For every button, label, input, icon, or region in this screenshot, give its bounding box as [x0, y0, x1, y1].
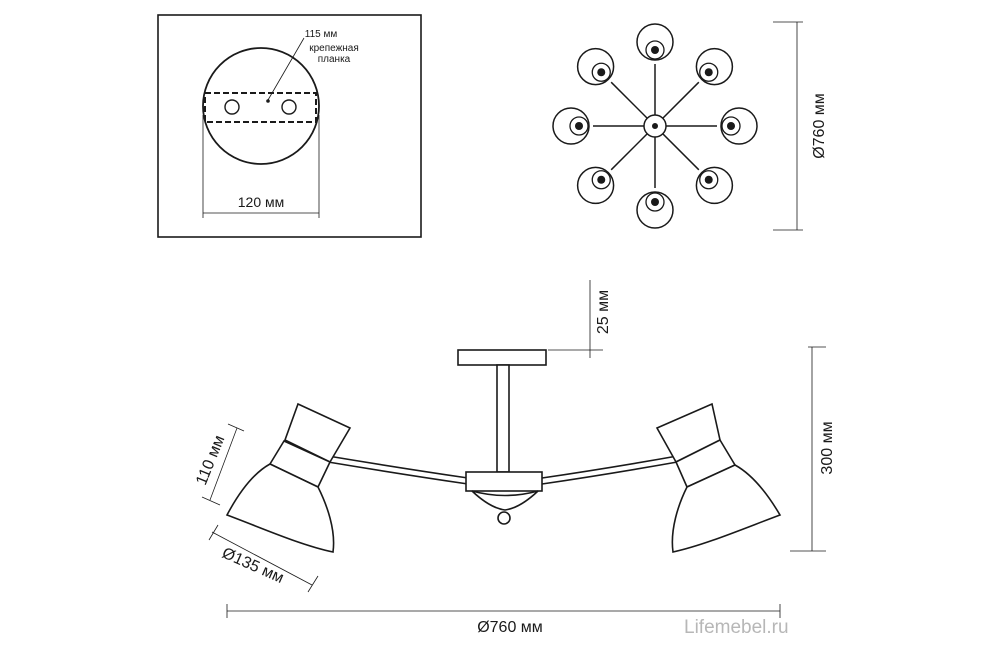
top-shade-socket: [704, 68, 713, 77]
canopy-height-label: 25 мм: [595, 290, 612, 334]
bracket-label-line2: планка: [318, 54, 351, 65]
finial: [497, 511, 511, 525]
canopy: [457, 349, 547, 366]
shade-height-label: 110 мм: [193, 433, 228, 488]
top-shade-socket: [597, 68, 606, 77]
side-view: 25 мм 300 мм 110 мм Ø135 мм Ø760 мм: [193, 280, 836, 636]
hub-bottom: [471, 490, 539, 511]
stem-rod: [496, 364, 510, 473]
total-height-label: 300 мм: [819, 421, 836, 474]
mounting-bracket: [204, 92, 317, 123]
plate-width-label: 120 мм: [238, 194, 285, 210]
fixing-spacing-label: 115 мм: [305, 29, 338, 40]
top-view: [552, 23, 758, 229]
arm-right: [541, 454, 684, 479]
shade-height-ext-top: [227, 423, 245, 432]
shade-height-dim-line: [209, 427, 238, 501]
top-view-dimension: Ø760 мм: [773, 21, 828, 231]
top-shade-socket: [704, 175, 713, 184]
top-diameter-label: Ø760 мм: [811, 93, 828, 159]
center-point: [266, 99, 270, 103]
shade-diameter-ext-right: [307, 575, 319, 593]
top-shade-socket: [651, 46, 659, 54]
bracket-leader: [267, 37, 305, 101]
top-shade-socket: [727, 122, 735, 130]
shade-right: [655, 402, 782, 553]
shade-diameter-dim-line: [211, 531, 313, 586]
hub-block: [465, 471, 543, 492]
arm-right-inner: [541, 460, 684, 485]
bracket-label-line1: крепежная: [309, 43, 359, 54]
shade-diameter-ext-left: [208, 524, 219, 541]
top-hub-center: [652, 123, 658, 129]
arm-left-inner: [321, 460, 469, 485]
total-diameter-label: Ø760 мм: [477, 619, 543, 636]
screw-hole-left: [224, 99, 240, 115]
arm-left: [321, 454, 469, 479]
top-shade-socket: [575, 122, 583, 130]
watermark: Lifemebel.ru: [684, 617, 789, 638]
canopy-circle: [202, 47, 320, 165]
screw-hole-right: [281, 99, 297, 115]
shade-left: [225, 402, 352, 553]
shade-height-ext-bottom: [201, 496, 221, 506]
detail-frame: [157, 14, 422, 238]
top-shade-socket: [597, 175, 606, 184]
top-shade-socket: [651, 198, 659, 206]
mount-plate-detail: 115 мм крепежная планка 120 мм: [157, 14, 422, 238]
